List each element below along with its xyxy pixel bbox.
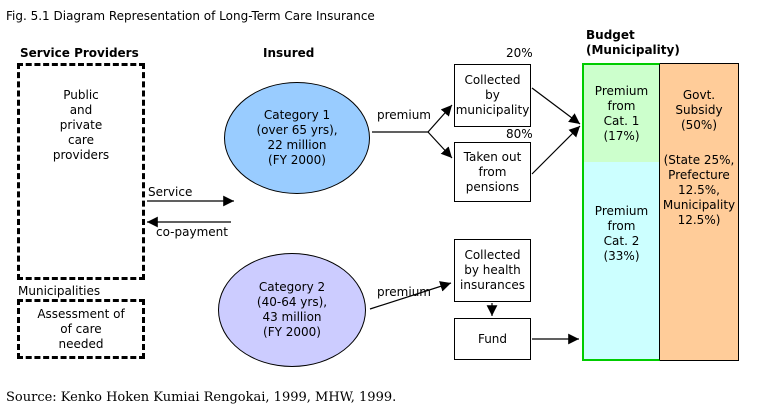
insured-heading: Insured xyxy=(263,46,315,60)
subsidy-label: Govt. Subsidy (50%) xyxy=(675,88,723,132)
municipality-to-budget-arrow xyxy=(531,87,581,125)
budget-cat2: Premium from Cat. 2 (33%) xyxy=(582,162,660,361)
budget-heading: Budget (Municipality) xyxy=(586,28,680,57)
figure-title: Fig. 5.1 Diagram Representation of Long-… xyxy=(6,9,375,23)
budget-subsidy: Govt. Subsidy (50%) (State 25%, Prefectu… xyxy=(660,63,739,361)
premium-label-1: premium xyxy=(377,108,431,122)
assessment-box: Assessment of of care needed xyxy=(17,299,145,359)
health-insurances-box: Collected by health insurances xyxy=(454,239,531,302)
copayment-label: co-payment xyxy=(156,225,228,239)
subsidy-detail: (State 25%, Prefecture 12.5%, Municipali… xyxy=(662,153,736,227)
service-providers-heading: Service Providers xyxy=(20,46,139,60)
category2-ellipse: Category 2 (40-64 yrs), 43 million (FY 2… xyxy=(218,253,366,367)
premium1-arrow-down xyxy=(427,131,453,159)
pct-20-label: 20% xyxy=(506,46,533,60)
service-label: Service xyxy=(148,185,193,199)
municipalities-label: Municipalities xyxy=(18,284,101,298)
collected-municipality-box: Collected by municipality xyxy=(454,64,531,127)
premium-label-2: premium xyxy=(377,285,431,299)
fund-box: Fund xyxy=(454,318,531,360)
budget-cat1: Premium from Cat. 1 (17%) xyxy=(582,63,660,163)
providers-label: Public and private care providers xyxy=(52,88,110,162)
pct-80-label: 80% xyxy=(506,127,533,141)
source-note: Source: Kenko Hoken Kumiai Rengokai, 199… xyxy=(6,390,397,405)
pensions-to-budget-arrow xyxy=(531,125,581,175)
service-provider-box: Public and private care providers xyxy=(17,63,145,280)
premium1-arrow-up xyxy=(427,104,453,133)
category1-ellipse: Category 1 (over 65 yrs), 22 million (FY… xyxy=(224,82,370,194)
premium2-arrow xyxy=(369,281,452,310)
pensions-box: Taken out from pensions xyxy=(454,142,531,202)
